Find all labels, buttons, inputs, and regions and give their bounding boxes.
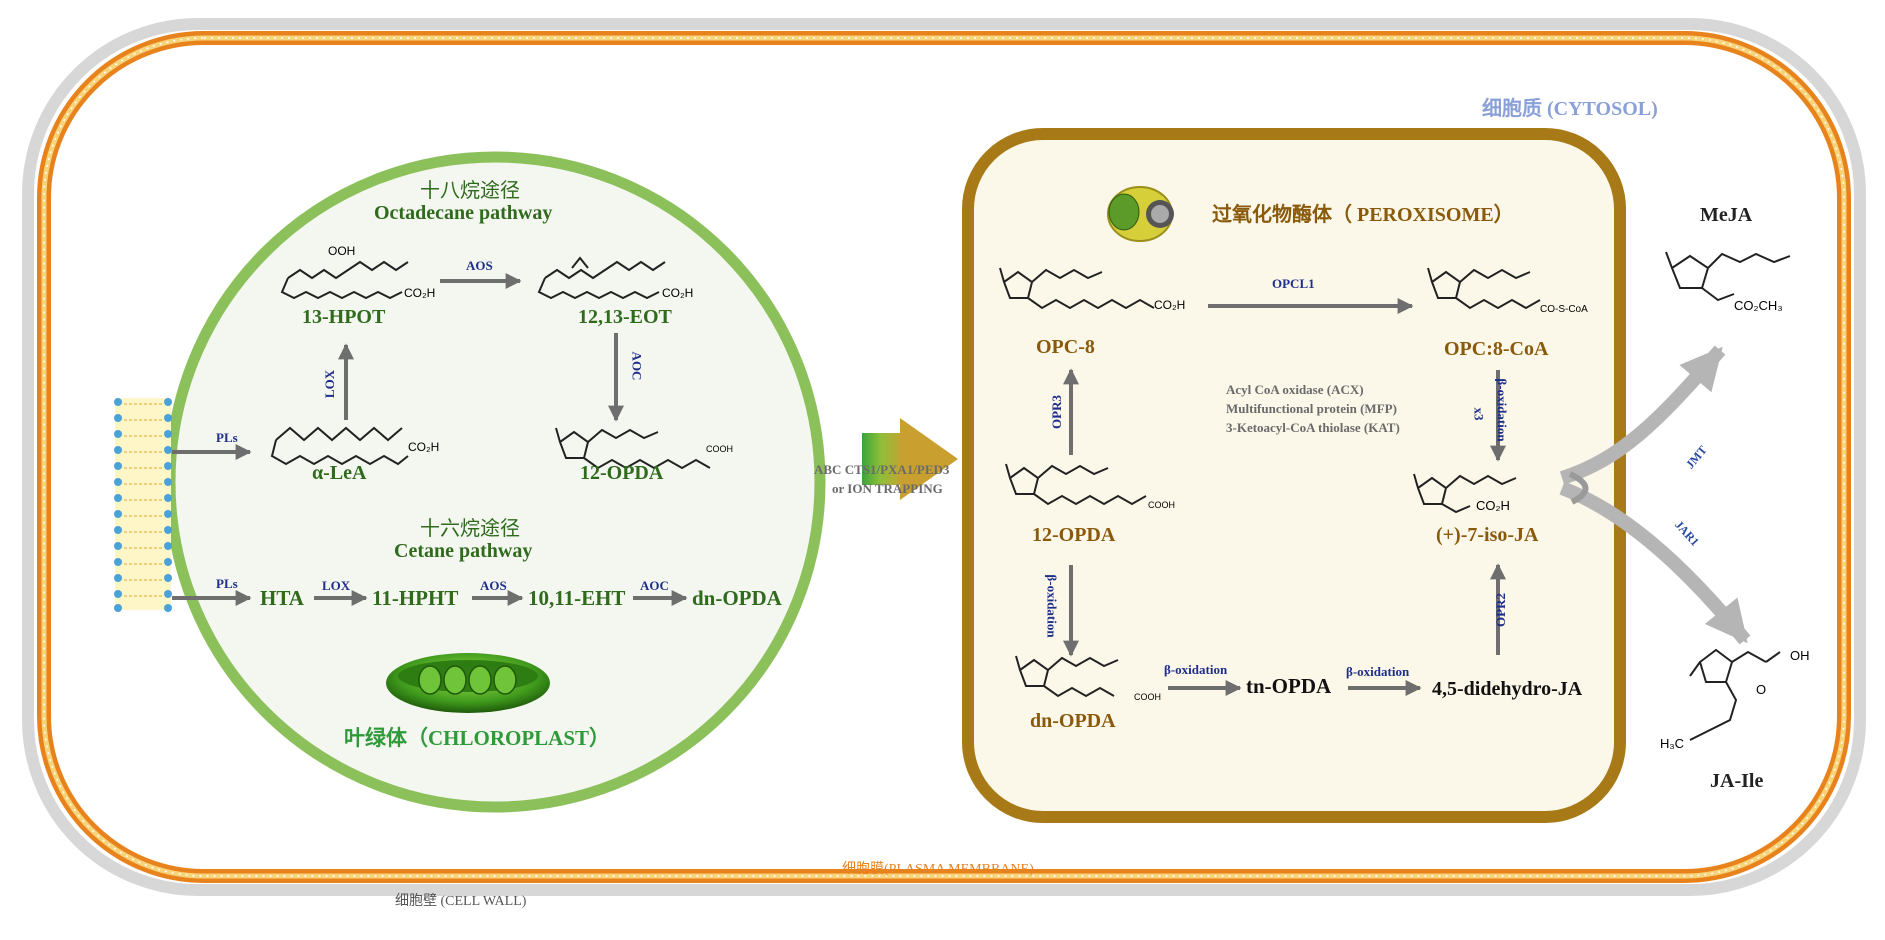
enzyme-opcl1: OPCL1 (1272, 276, 1315, 291)
opda-structure-2 (1005, 463, 1147, 506)
struct-cooh-opda-per: COOH (1148, 500, 1175, 510)
enzyme-lox-2: LOX (322, 578, 351, 593)
enzyme-beta-ox-v2: β-oxidation (1494, 378, 1510, 442)
opda-structure-1 (555, 427, 711, 470)
compound-13-hpot: 13-HPOT (302, 306, 386, 328)
enzyme-beta-ox-v1: β-oxidation (1044, 574, 1060, 638)
hpot-structure (280, 260, 409, 300)
opc8coa-structure (1427, 267, 1541, 310)
enzyme-pls-1: PLs (216, 430, 238, 445)
transport-line2: or ION TRAPPING (832, 481, 943, 496)
enzyme-beta-ox-h2: β-oxidation (1346, 664, 1410, 679)
enzyme-aos-1: AOS (466, 258, 493, 273)
compound-12-opda-peroxisome: 12-OPDA (1032, 524, 1116, 546)
octadecane-en: Octadecane pathway (374, 202, 553, 224)
cell-wall-label: 细胞壁 (CELL WALL) (395, 894, 527, 909)
struct-co-s-coa: CO-S-CoA (1540, 304, 1588, 315)
jaile-structure (1689, 648, 1781, 741)
product-ja-ile: JA-Ile (1710, 770, 1764, 792)
structures (270, 251, 1791, 741)
compound-tn-opda: tn-OPDA (1246, 674, 1332, 698)
beta-enzyme-2: Multifunctional protein (MFP) (1226, 401, 1397, 416)
compound-10-11-eht: 10,11-EHT (528, 586, 626, 610)
compound-dn-opda-chloroplast: dn-OPDA (692, 586, 782, 610)
compound-dn-opda-peroxisome: dn-OPDA (1030, 710, 1116, 732)
lea-structure (270, 426, 409, 466)
compound-4-5-didehydro-ja: 4,5-didehydro-JA (1432, 678, 1583, 700)
octadecane-cn: 十八烷途径 (420, 180, 520, 202)
compound-opc-8: OPC-8 (1036, 336, 1095, 358)
cetane-en: Cetane pathway (394, 540, 533, 562)
beta-enzyme-3: 3-Ketoacyl-CoA thiolase (KAT) (1226, 420, 1400, 435)
cell-wall (22, 18, 1866, 896)
opc8-structure (999, 267, 1155, 310)
struct-cooh-opda: COOH (706, 444, 733, 454)
isoja-structure (1413, 473, 1517, 514)
struct-ooh: OOH (328, 244, 356, 258)
struct-meja-ester: CO₂CH₃ (1734, 298, 1783, 313)
enzyme-x3: x3 (1471, 407, 1487, 421)
transport-line1: ABC CTS1/PXA1/PED3 (814, 462, 950, 477)
compound-11-hpht: 11-HPHT (372, 586, 459, 610)
beta-enzyme-1: Acyl CoA oxidase (ACX) (1226, 382, 1364, 397)
chloroplast-label: 叶绿体（CHLOROPLAST） (344, 726, 611, 750)
peroxisome-label: 过氧化物酶体（ PEROXISOME） (1212, 204, 1514, 226)
struct-co2h-ja: CO₂H (1476, 498, 1510, 513)
transport-arrow (862, 418, 958, 500)
enzyme-aoc-2: AOC (640, 578, 669, 593)
cytosol-branch-arrows (1559, 345, 1751, 645)
struct-jaile-o: O (1756, 682, 1767, 697)
cetane-cn: 十六烷途径 (420, 518, 520, 540)
struct-jaile-oh: OH (1790, 648, 1810, 663)
cytosol-label: 细胞质 (CYTOSOL) (1482, 98, 1658, 120)
enzyme-opr2: OPR2 (1492, 593, 1508, 627)
compound-hta: HTA (260, 586, 304, 610)
plasma-membrane-label: 细胞膜(PLASMA MEMBRANE) (842, 862, 1034, 877)
enzyme-aos-2: AOS (480, 578, 507, 593)
compound-12-opda-chloroplast: 12-OPDA (580, 462, 664, 484)
struct-co2h-lea: CO₂H (408, 440, 440, 454)
peroxisome-icon (1107, 186, 1174, 242)
enzyme-beta-ox-h1: β-oxidation (1164, 662, 1228, 677)
struct-cooh-dn: COOH (1134, 692, 1161, 702)
product-meja: MeJA (1700, 204, 1753, 226)
compound-alpha-lea: α-LeA (312, 462, 367, 484)
struct-jaile-h3c: H₃C (1660, 736, 1685, 751)
enzyme-aoc-1: AOC (629, 351, 645, 381)
dnopda-structure (1015, 655, 1119, 698)
lipid-bilayer-icon (114, 398, 172, 612)
struct-co2h-opc8: CO₂H (1154, 298, 1186, 312)
enzyme-pls-2: PLs (216, 576, 238, 591)
compound-opc-8-coa: OPC:8-CoA (1444, 338, 1549, 360)
struct-co2h-hpot: CO₂H (404, 286, 436, 300)
compound-12-13-eot: 12,13-EOT (578, 306, 672, 328)
meja-structure (1665, 251, 1791, 302)
chloroplast-icon (386, 653, 550, 713)
enzyme-opr3: OPR3 (1048, 395, 1064, 429)
eot-structure (537, 256, 666, 300)
enzyme-lox-1: LOX (322, 369, 338, 399)
struct-co2h-eot: CO₂H (662, 286, 694, 300)
compound-7-iso-ja: (+)-7-iso-JA (1436, 524, 1539, 546)
